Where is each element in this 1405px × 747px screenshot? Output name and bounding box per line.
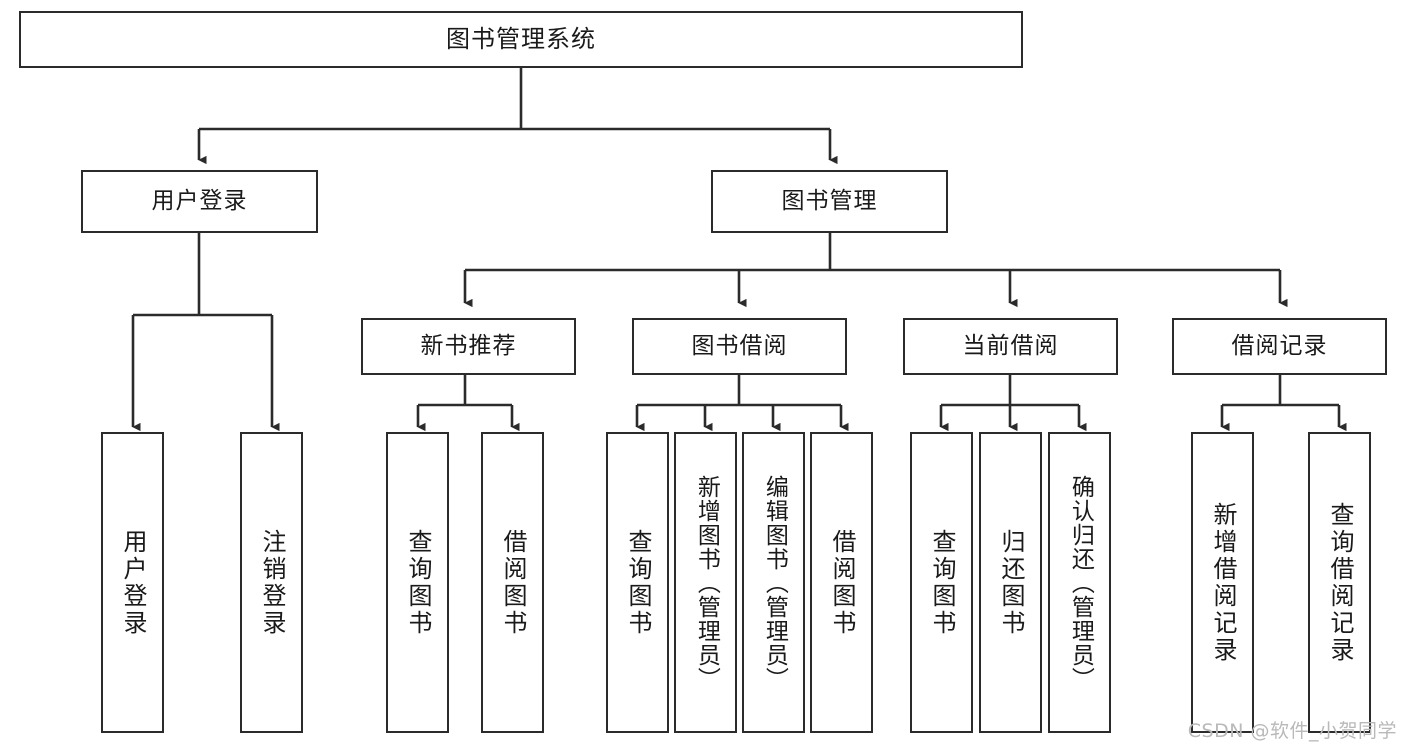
- node-label: 查询图书: [927, 528, 956, 637]
- node-current-borrow[interactable]: 当前借阅: [903, 318, 1118, 375]
- node-leaf-query-record[interactable]: 查询借阅记录: [1308, 432, 1371, 733]
- node-book-borrow[interactable]: 图书借阅: [632, 318, 847, 375]
- node-leaf-query-book-1[interactable]: 查询图书: [386, 432, 449, 733]
- node-label: 查询借阅记录: [1325, 501, 1354, 664]
- node-leaf-edit-book[interactable]: 编辑图书（管理员）: [742, 432, 805, 733]
- node-leaf-add-record[interactable]: 新增借阅记录: [1191, 432, 1254, 733]
- node-leaf-return-book[interactable]: 归还图书: [979, 432, 1042, 733]
- node-label: 确认归还（管理员）: [1067, 474, 1094, 691]
- node-label: 新增图书（管理员）: [693, 474, 720, 691]
- node-label: 图书管理: [781, 187, 878, 214]
- node-label: 借阅图书: [827, 528, 856, 637]
- node-leaf-borrow-book-2[interactable]: 借阅图书: [810, 432, 873, 733]
- node-root-book-management-system[interactable]: 图书管理系统: [19, 11, 1023, 68]
- node-leaf-add-book[interactable]: 新增图书（管理员）: [674, 432, 737, 733]
- node-label: 用户登录: [118, 528, 147, 637]
- node-user-login[interactable]: 用户登录: [81, 170, 318, 233]
- node-leaf-query-book-3[interactable]: 查询图书: [910, 432, 973, 733]
- node-label: 借阅记录: [1231, 332, 1328, 359]
- node-label: 编辑图书（管理员）: [761, 474, 788, 691]
- node-borrow-record[interactable]: 借阅记录: [1172, 318, 1387, 375]
- node-leaf-confirm-return[interactable]: 确认归还（管理员）: [1048, 432, 1111, 733]
- node-new-book-recommend[interactable]: 新书推荐: [361, 318, 576, 375]
- node-label: 当前借阅: [962, 332, 1059, 359]
- node-label: 查询图书: [623, 528, 652, 637]
- node-book-management[interactable]: 图书管理: [711, 170, 948, 233]
- node-label: 新书推荐: [420, 332, 517, 359]
- node-leaf-query-book-2[interactable]: 查询图书: [606, 432, 669, 733]
- node-label: 图书管理系统: [446, 25, 596, 54]
- node-label: 查询图书: [403, 528, 432, 637]
- node-leaf-user-login[interactable]: 用户登录: [101, 432, 164, 733]
- node-label: 图书借阅: [691, 332, 788, 359]
- csdn-watermark: CSDN @软件_小贺同学: [1187, 720, 1397, 742]
- node-label: 新增借阅记录: [1208, 501, 1237, 664]
- node-leaf-user-logout[interactable]: 注销登录: [240, 432, 303, 733]
- node-label: 用户登录: [151, 187, 248, 214]
- node-leaf-borrow-book-1[interactable]: 借阅图书: [481, 432, 544, 733]
- node-label: 借阅图书: [498, 528, 527, 637]
- node-label: 归还图书: [996, 528, 1025, 637]
- node-label: 注销登录: [257, 528, 286, 637]
